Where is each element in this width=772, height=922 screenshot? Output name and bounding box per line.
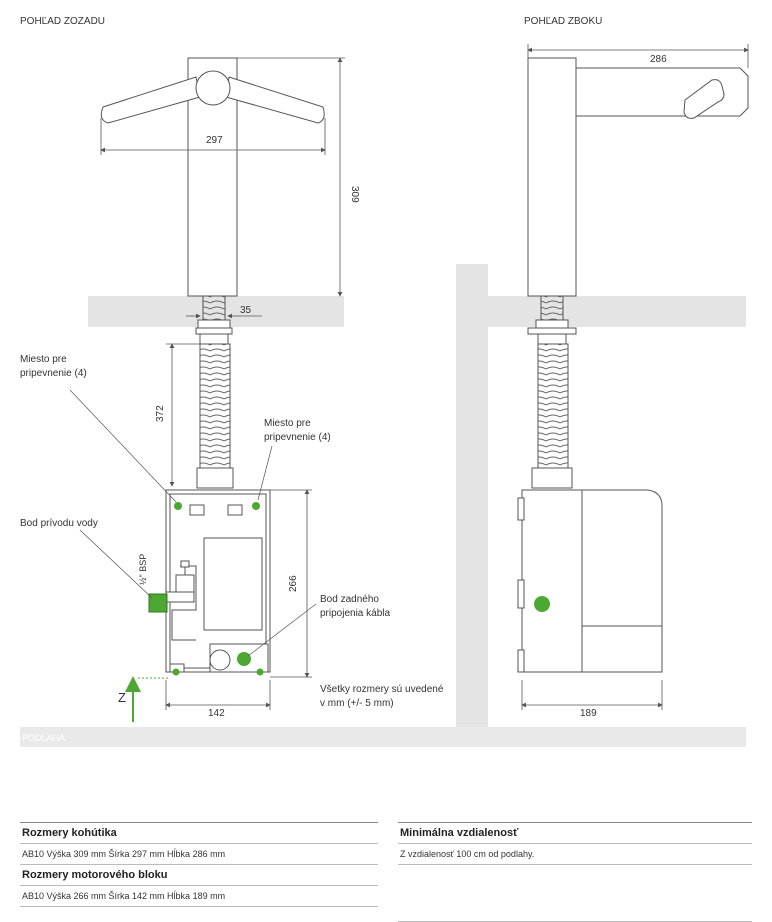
min-distance-title: Minimálna vzdialenosť [400, 827, 519, 839]
callout-lines [69, 389, 317, 657]
note-line-1: Všetky rozmery sú uvedené [320, 684, 444, 695]
rear-view-title: POHĽAD ZOZADU [20, 16, 105, 27]
side-tap [527, 57, 749, 297]
motor-dimensions-title: Rozmery motorového bloku [22, 869, 168, 881]
side-cable-connection-dot [534, 596, 550, 612]
z-label: Z [118, 690, 126, 705]
mount-point-left-2 [172, 668, 180, 676]
rear-unit-dims [165, 489, 312, 710]
tap-dimensions-row: AB10 Výška 309 mm Šírka 297 mm Hĺbka 286… [22, 849, 226, 859]
side-threaded-pipe [527, 295, 577, 489]
dim-189: 189 [580, 708, 597, 719]
dim-309: 309 [349, 186, 360, 203]
dim-35: 35 [240, 305, 252, 316]
mount-label-right-1: Miesto pre [264, 418, 311, 429]
spec-table-right: Minimálna vzdialenosť Z vzdialenosť 100 … [398, 822, 752, 922]
mount-label-left-2: pripevnenie (4) [20, 368, 87, 379]
mount-point-right-1 [252, 502, 260, 510]
dim-372: 372 [155, 405, 166, 422]
mount-point-left-1 [174, 502, 182, 510]
note-line-2: v mm (+/- 5 mm) [320, 698, 394, 709]
dim-297: 297 [206, 135, 223, 146]
mount-point-right-2 [256, 668, 264, 676]
dim-142: 142 [208, 708, 225, 719]
dim-286: 286 [650, 54, 667, 65]
dim-266: 266 [288, 575, 299, 592]
rear-threaded-pipe [195, 295, 233, 345]
side-dim-286 [527, 44, 749, 68]
min-distance-row: Z vzdialenosť 100 cm od podlahy. [400, 849, 535, 859]
rear-flex-hose [196, 343, 234, 489]
water-inlet-label: Bod prívodu vody [20, 518, 98, 529]
cable-connection-point [209, 649, 231, 671]
counter-and-wall [20, 264, 746, 747]
cable-label-2: pripojenia kábla [320, 608, 390, 619]
cable-label-1: Bod zadného [320, 594, 379, 605]
floor-label: PODLAHA [22, 733, 65, 743]
water-inlet-fitting [148, 593, 168, 613]
side-dim-189 [521, 680, 663, 710]
spec-table-left: Rozmery kohútika AB10 Výška 309 mm Šírka… [20, 822, 378, 907]
mount-label-right-2: pripevnenie (4) [264, 432, 331, 443]
mount-label-left-1: Miesto pre [20, 354, 67, 365]
cable-connection-dot [237, 652, 251, 666]
side-motor-unit [517, 489, 663, 673]
rear-water-valve [165, 560, 195, 603]
side-view-title: POHĽAD ZBOKU [524, 16, 602, 27]
motor-dimensions-row: AB10 Výška 266 mm Šírka 142 mm Hĺbka 189… [22, 891, 226, 901]
installation-drawing: POHĽAD ZOZADU POHĽAD ZBOKU PODLAHA 297 3… [20, 16, 749, 747]
tap-dimensions-title: Rozmery kohútika [22, 827, 117, 839]
dim-372-line [166, 343, 200, 487]
bsp-label: ½" BSP [138, 554, 148, 585]
rear-dim-lines [100, 57, 345, 297]
rear-tap [100, 57, 325, 297]
